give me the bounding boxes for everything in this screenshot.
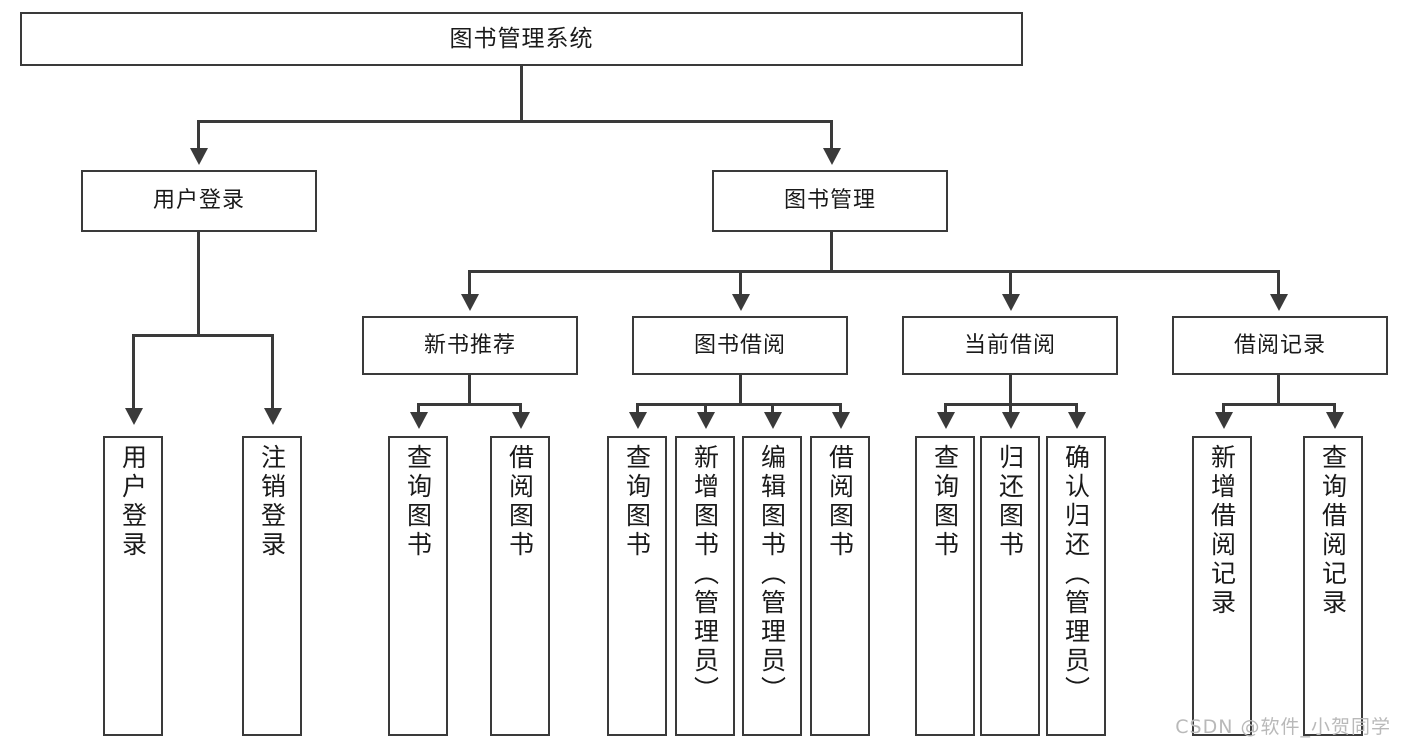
connector-book-borrow-drop-3: [771, 403, 774, 415]
connector-root-stem: [520, 66, 523, 120]
arrowhead-root-to-book-manage: [823, 148, 841, 165]
arrowhead-leaf-borrow-book-1: [512, 412, 530, 429]
node-leaf-logout-login[interactable]: 注销登录: [242, 436, 302, 736]
node-root-book-management-system[interactable]: 图书管理系统: [20, 12, 1023, 66]
node-label: 查询图书: [622, 444, 652, 560]
connector-book-borrow-bus: [636, 403, 842, 406]
connector-new-book-stem: [468, 375, 471, 405]
node-label: 确认归还（管理员）: [1061, 444, 1091, 705]
node-label: 用户登录: [152, 188, 245, 214]
connector-current-borrow-drop-2: [1009, 403, 1012, 415]
arrowhead-root-to-user-login: [190, 148, 208, 165]
connector-book-borrow-stem: [739, 375, 742, 405]
node-label: 新增借阅记录: [1207, 444, 1237, 618]
arrowhead-leaf-query-book-3: [937, 412, 955, 429]
connector-book-manage-drop-1: [468, 270, 471, 296]
node-leaf-query-book-borrow[interactable]: 查询图书: [607, 436, 667, 736]
connector-borrow-record-drop-2: [1333, 403, 1336, 415]
arrowhead-leaf-logout: [264, 408, 282, 425]
arrowhead-leaf-return-book: [1002, 412, 1020, 429]
connector-borrow-record-drop-1: [1222, 403, 1225, 415]
node-label: 注销登录: [257, 444, 287, 560]
connector-user-login-drop-2: [271, 334, 274, 410]
node-label: 查询借阅记录: [1318, 444, 1348, 618]
node-new-book-recommend[interactable]: 新书推荐: [362, 316, 578, 375]
connector-user-login-stem: [197, 232, 200, 336]
connector-root-to-user-login: [197, 120, 200, 150]
node-current-borrow[interactable]: 当前借阅: [902, 316, 1118, 375]
arrowhead-borrow-record: [1270, 294, 1288, 311]
arrowhead-leaf-query-record: [1326, 412, 1344, 429]
arrowhead-leaf-confirm-return: [1068, 412, 1086, 429]
node-label: 当前借阅: [963, 332, 1056, 358]
node-label: 新增图书（管理员）: [690, 444, 720, 705]
arrowhead-book-borrow: [732, 294, 750, 311]
connector-user-login-drop-1: [132, 334, 135, 410]
arrowhead-leaf-add-record: [1215, 412, 1233, 429]
node-label: 借阅记录: [1233, 332, 1326, 358]
node-label: 图书管理: [783, 188, 876, 214]
node-label: 归还图书: [995, 444, 1025, 560]
node-leaf-add-borrow-record[interactable]: 新增借阅记录: [1192, 436, 1252, 736]
connector-book-borrow-drop-4: [839, 403, 842, 415]
connector-new-book-bus: [417, 403, 522, 406]
connector-book-manage-drop-2: [739, 270, 742, 296]
arrowhead-leaf-query-book-1: [410, 412, 428, 429]
arrowhead-leaf-edit-book: [764, 412, 782, 429]
node-leaf-add-book[interactable]: 新增图书（管理员）: [675, 436, 735, 736]
node-leaf-user-login[interactable]: 用户登录: [103, 436, 163, 736]
node-leaf-query-book-recommend[interactable]: 查询图书: [388, 436, 448, 736]
connector-new-book-drop-2: [519, 403, 522, 415]
node-label: 图书管理系统: [449, 25, 594, 52]
connector-new-book-drop-1: [417, 403, 420, 415]
connector-current-borrow-stem: [1009, 375, 1012, 405]
node-book-management[interactable]: 图书管理: [712, 170, 948, 232]
connector-borrow-record-stem: [1277, 375, 1280, 405]
node-book-borrow[interactable]: 图书借阅: [632, 316, 848, 375]
node-label: 用户登录: [118, 444, 148, 560]
connector-book-manage-drop-3: [1009, 270, 1012, 296]
connector-book-manage-drop-4: [1277, 270, 1280, 296]
connector-book-borrow-drop-2: [704, 403, 707, 415]
node-leaf-borrow-book-recommend[interactable]: 借阅图书: [490, 436, 550, 736]
connector-current-borrow-drop-3: [1075, 403, 1078, 415]
connector-root-to-book-manage: [830, 120, 833, 150]
node-leaf-edit-book[interactable]: 编辑图书（管理员）: [742, 436, 802, 736]
arrowhead-leaf-user-login: [125, 408, 143, 425]
node-label: 借阅图书: [825, 444, 855, 560]
connector-user-login-bus: [132, 334, 274, 337]
node-leaf-return-book[interactable]: 归还图书: [980, 436, 1040, 736]
connector-book-borrow-drop-1: [636, 403, 639, 415]
node-user-login[interactable]: 用户登录: [81, 170, 317, 232]
arrowhead-current-borrow: [1002, 294, 1020, 311]
node-leaf-query-book-current[interactable]: 查询图书: [915, 436, 975, 736]
node-label: 查询图书: [930, 444, 960, 560]
connector-borrow-record-bus: [1222, 403, 1336, 406]
connector-book-manage-bus: [468, 270, 1280, 273]
node-borrow-record[interactable]: 借阅记录: [1172, 316, 1388, 375]
node-leaf-query-borrow-record[interactable]: 查询借阅记录: [1303, 436, 1363, 736]
arrowhead-leaf-borrow-book-2: [832, 412, 850, 429]
connector-book-manage-stem: [830, 232, 833, 272]
arrowhead-leaf-add-book: [697, 412, 715, 429]
node-label: 编辑图书（管理员）: [757, 444, 787, 705]
node-label: 图书借阅: [693, 332, 786, 358]
connector-current-borrow-drop-1: [944, 403, 947, 415]
node-label: 新书推荐: [423, 332, 516, 358]
node-leaf-confirm-return[interactable]: 确认归还（管理员）: [1046, 436, 1106, 736]
connector-root-bus: [197, 120, 833, 123]
arrowhead-leaf-query-book-2: [629, 412, 647, 429]
arrowhead-new-book-recommend: [461, 294, 479, 311]
node-leaf-borrow-book[interactable]: 借阅图书: [810, 436, 870, 736]
node-label: 查询图书: [403, 444, 433, 560]
node-label: 借阅图书: [505, 444, 535, 560]
